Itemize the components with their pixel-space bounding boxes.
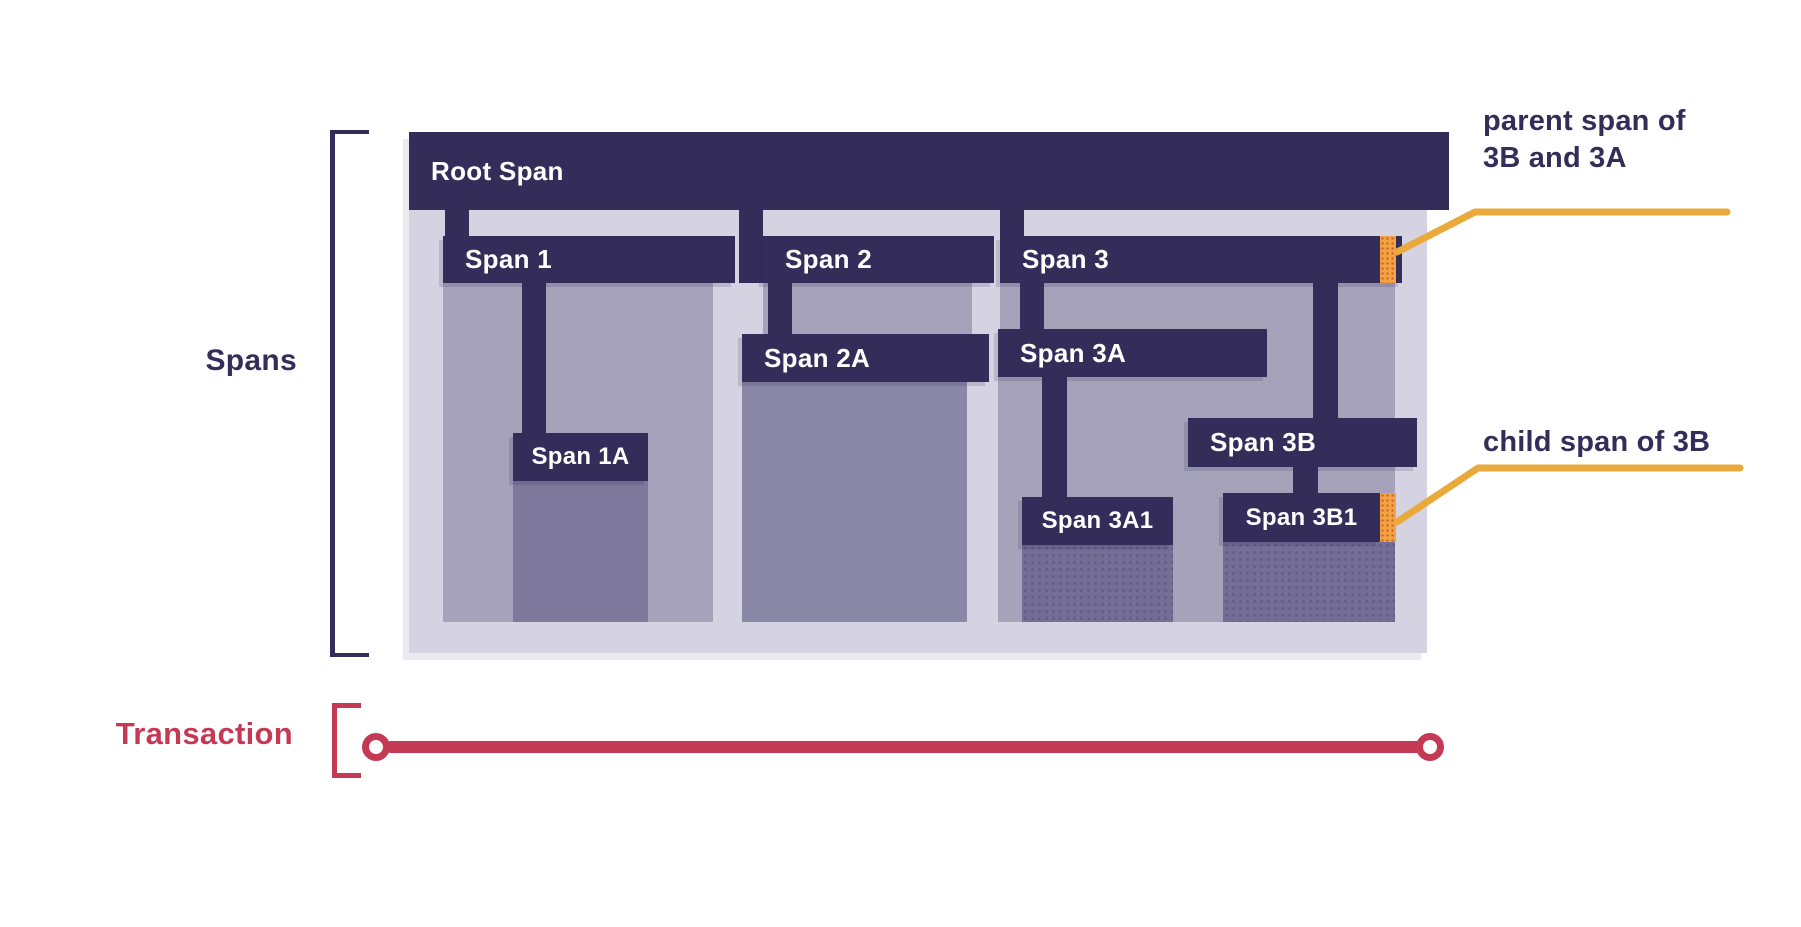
span2a-body [742, 382, 967, 622]
span1-bar: Span 1 [443, 236, 735, 283]
span3a1-label: Span 3A1 [1041, 507, 1154, 534]
connector-span2-span2a [768, 283, 792, 335]
span3-label: Span 3 [1022, 244, 1110, 274]
span3b1-body [1223, 542, 1395, 622]
span1-label: Span 1 [465, 244, 553, 274]
span2-bar: Span 2 [763, 236, 994, 283]
child-span-callout-line [1393, 464, 1744, 526]
spans-section-label: Spans [205, 344, 297, 377]
transaction-end-dot [1416, 733, 1444, 761]
transaction-start-dot [362, 733, 390, 761]
root-span-label: Root Span [431, 155, 564, 186]
connector-span3-span3a [1020, 283, 1044, 330]
parent-span-annotation: parent span of 3B and 3A [1483, 105, 1686, 174]
span2a-label: Span 2A [764, 342, 871, 373]
transaction-timeline [385, 741, 1425, 753]
span3b1-child-marker [1380, 493, 1396, 542]
span3b-bar: Span 3B [1188, 418, 1417, 467]
child-span-annotation: child span of 3B [1483, 426, 1711, 458]
span2-label: Span 2 [785, 244, 873, 274]
connector-span3-span3b [1313, 283, 1338, 419]
root-span-bar: Root Span [409, 132, 1449, 210]
span3b1-bar: Span 3B1 [1223, 493, 1380, 542]
span1a-bar: Span 1A [513, 433, 648, 481]
span3-bar: Span 3 [1000, 236, 1402, 283]
connector-root-span3 [1000, 210, 1024, 237]
span1a-body [513, 481, 648, 622]
span3b-label: Span 3B [1210, 427, 1317, 457]
span3a-bar: Span 3A [998, 329, 1267, 377]
spans-bracket [330, 130, 369, 657]
connector-span3a-span3a1 [1042, 377, 1067, 498]
span3a1-body [1022, 545, 1173, 622]
connector-root-span2 [739, 210, 763, 283]
span2a-bar: Span 2A [742, 334, 989, 382]
span3a-label: Span 3A [1020, 337, 1127, 368]
transaction-section-label: Transaction [115, 716, 293, 751]
span3a1-bar: Span 3A1 [1022, 497, 1173, 545]
transaction-bracket [332, 703, 361, 778]
span3b1-label: Span 3B1 [1245, 503, 1358, 531]
span3-parent-marker [1380, 236, 1396, 283]
connector-root-span1 [445, 210, 469, 237]
connector-span1-span1a [522, 283, 546, 434]
span1a-label: Span 1A [531, 443, 630, 470]
connector-span3b-span3b1 [1293, 467, 1318, 494]
parent-span-callout-line [1393, 208, 1731, 256]
